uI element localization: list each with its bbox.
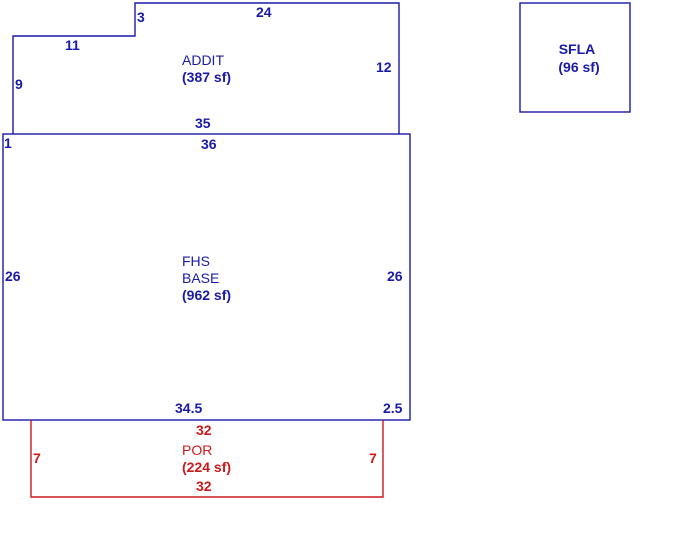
sfla-name-label: SFLA xyxy=(559,41,596,57)
addit-dim-top: 24 xyxy=(256,4,272,20)
addit-area-label: (387 sf) xyxy=(182,69,231,85)
sfla-area-label: (96 sf) xyxy=(558,59,599,75)
base-outline xyxy=(2,133,411,421)
porch-outline xyxy=(30,420,384,498)
base-dim-right: 26 xyxy=(387,268,403,284)
base-dim-bottom: 34.5 xyxy=(175,400,202,416)
base-name-line1: FHS xyxy=(182,253,210,269)
addit-dim-left-top: 11 xyxy=(65,37,80,53)
base-dim-bottom-right: 2.5 xyxy=(383,400,403,416)
addit-dim-bottom: 35 xyxy=(195,115,211,131)
base-area-label: (962 sf) xyxy=(182,287,231,303)
base-name-line2: BASE xyxy=(182,270,219,286)
porch-name-label: POR xyxy=(182,442,212,458)
addit-dim-right: 12 xyxy=(376,59,392,75)
porch-dim-right: 7 xyxy=(369,450,377,466)
porch-area-label: (224 sf) xyxy=(182,459,231,475)
addit-outline xyxy=(12,2,400,134)
addit-dim-left: 9 xyxy=(15,76,23,92)
porch-dim-bottom: 32 xyxy=(196,478,212,494)
porch-dim-top: 32 xyxy=(196,422,212,438)
base-dim-top: 36 xyxy=(201,136,217,152)
base-dim-left: 26 xyxy=(5,268,21,284)
addit-dim-top-step: 3 xyxy=(137,9,145,25)
addit-name-label: ADDIT xyxy=(182,52,224,68)
sfla-outline xyxy=(519,2,631,113)
porch-dim-left: 7 xyxy=(33,450,41,466)
base-dim-corner: 1 xyxy=(4,135,12,151)
